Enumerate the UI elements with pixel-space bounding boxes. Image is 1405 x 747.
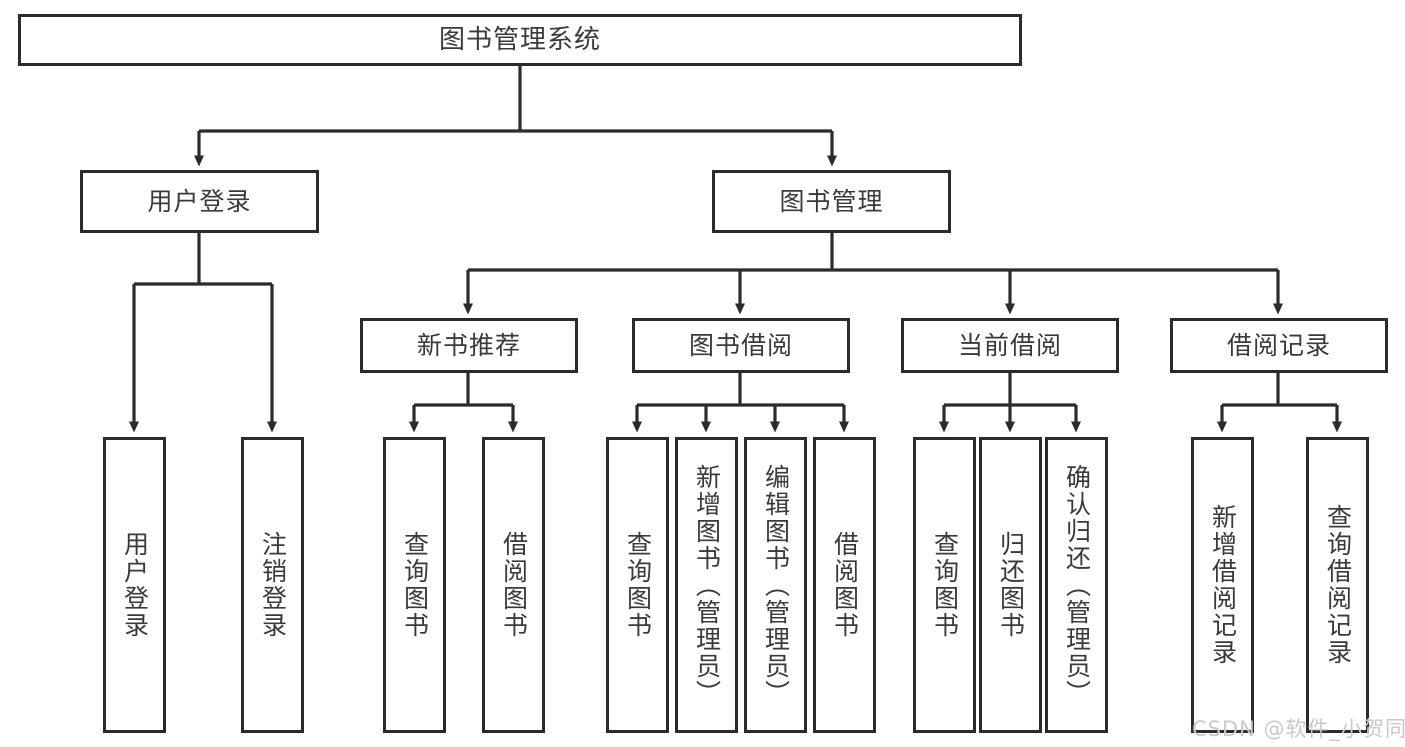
leaf-current-confirm-return-admin[interactable]: 确认归还（管理员） — [1045, 437, 1108, 733]
leaf-label: 编辑图书（管理员） — [761, 463, 791, 707]
leaf-records-query-record[interactable]: 查询借阅记录 — [1306, 437, 1369, 733]
leaf-label: 查询图书 — [400, 531, 430, 639]
leaf-borrow-edit-book-admin[interactable]: 编辑图书（管理员） — [744, 437, 807, 733]
node-book-management[interactable]: 图书管理 — [712, 170, 951, 233]
leaf-new-book-borrow[interactable]: 借阅图书 — [482, 437, 545, 733]
leaf-borrow-add-book-admin[interactable]: 新增图书（管理员） — [675, 437, 738, 733]
node-user-login[interactable]: 用户登录 — [80, 170, 319, 233]
leaf-label: 新增图书（管理员） — [692, 463, 722, 707]
leaf-label: 注销登录 — [258, 531, 288, 639]
leaf-user-login-signin[interactable]: 用户登录 — [103, 437, 166, 733]
leaf-label: 新增借阅记录 — [1208, 504, 1238, 666]
leaf-label: 借阅图书 — [499, 531, 529, 639]
leaf-records-add-record[interactable]: 新增借阅记录 — [1191, 437, 1254, 733]
node-new-book-recommend[interactable]: 新书推荐 — [360, 318, 578, 373]
leaf-label: 借阅图书 — [830, 531, 860, 639]
leaf-label: 确认归还（管理员） — [1062, 463, 1092, 707]
leaf-current-query-book[interactable]: 查询图书 — [913, 437, 976, 733]
leaf-label: 用户登录 — [120, 531, 150, 639]
node-book-borrow[interactable]: 图书借阅 — [632, 318, 850, 373]
leaf-borrow-query-book[interactable]: 查询图书 — [606, 437, 669, 733]
leaf-label: 查询图书 — [930, 531, 960, 639]
leaf-new-book-query[interactable]: 查询图书 — [383, 437, 446, 733]
leaf-label: 查询图书 — [623, 531, 653, 639]
leaf-label: 查询借阅记录 — [1323, 504, 1353, 666]
leaf-user-login-signout[interactable]: 注销登录 — [241, 437, 304, 733]
node-root-system[interactable]: 图书管理系统 — [18, 14, 1022, 66]
node-current-borrow[interactable]: 当前借阅 — [901, 318, 1119, 373]
leaf-borrow-borrow-book[interactable]: 借阅图书 — [813, 437, 876, 733]
leaf-label: 归还图书 — [996, 531, 1026, 639]
node-borrow-records[interactable]: 借阅记录 — [1170, 318, 1388, 373]
leaf-current-return-book[interactable]: 归还图书 — [979, 437, 1042, 733]
